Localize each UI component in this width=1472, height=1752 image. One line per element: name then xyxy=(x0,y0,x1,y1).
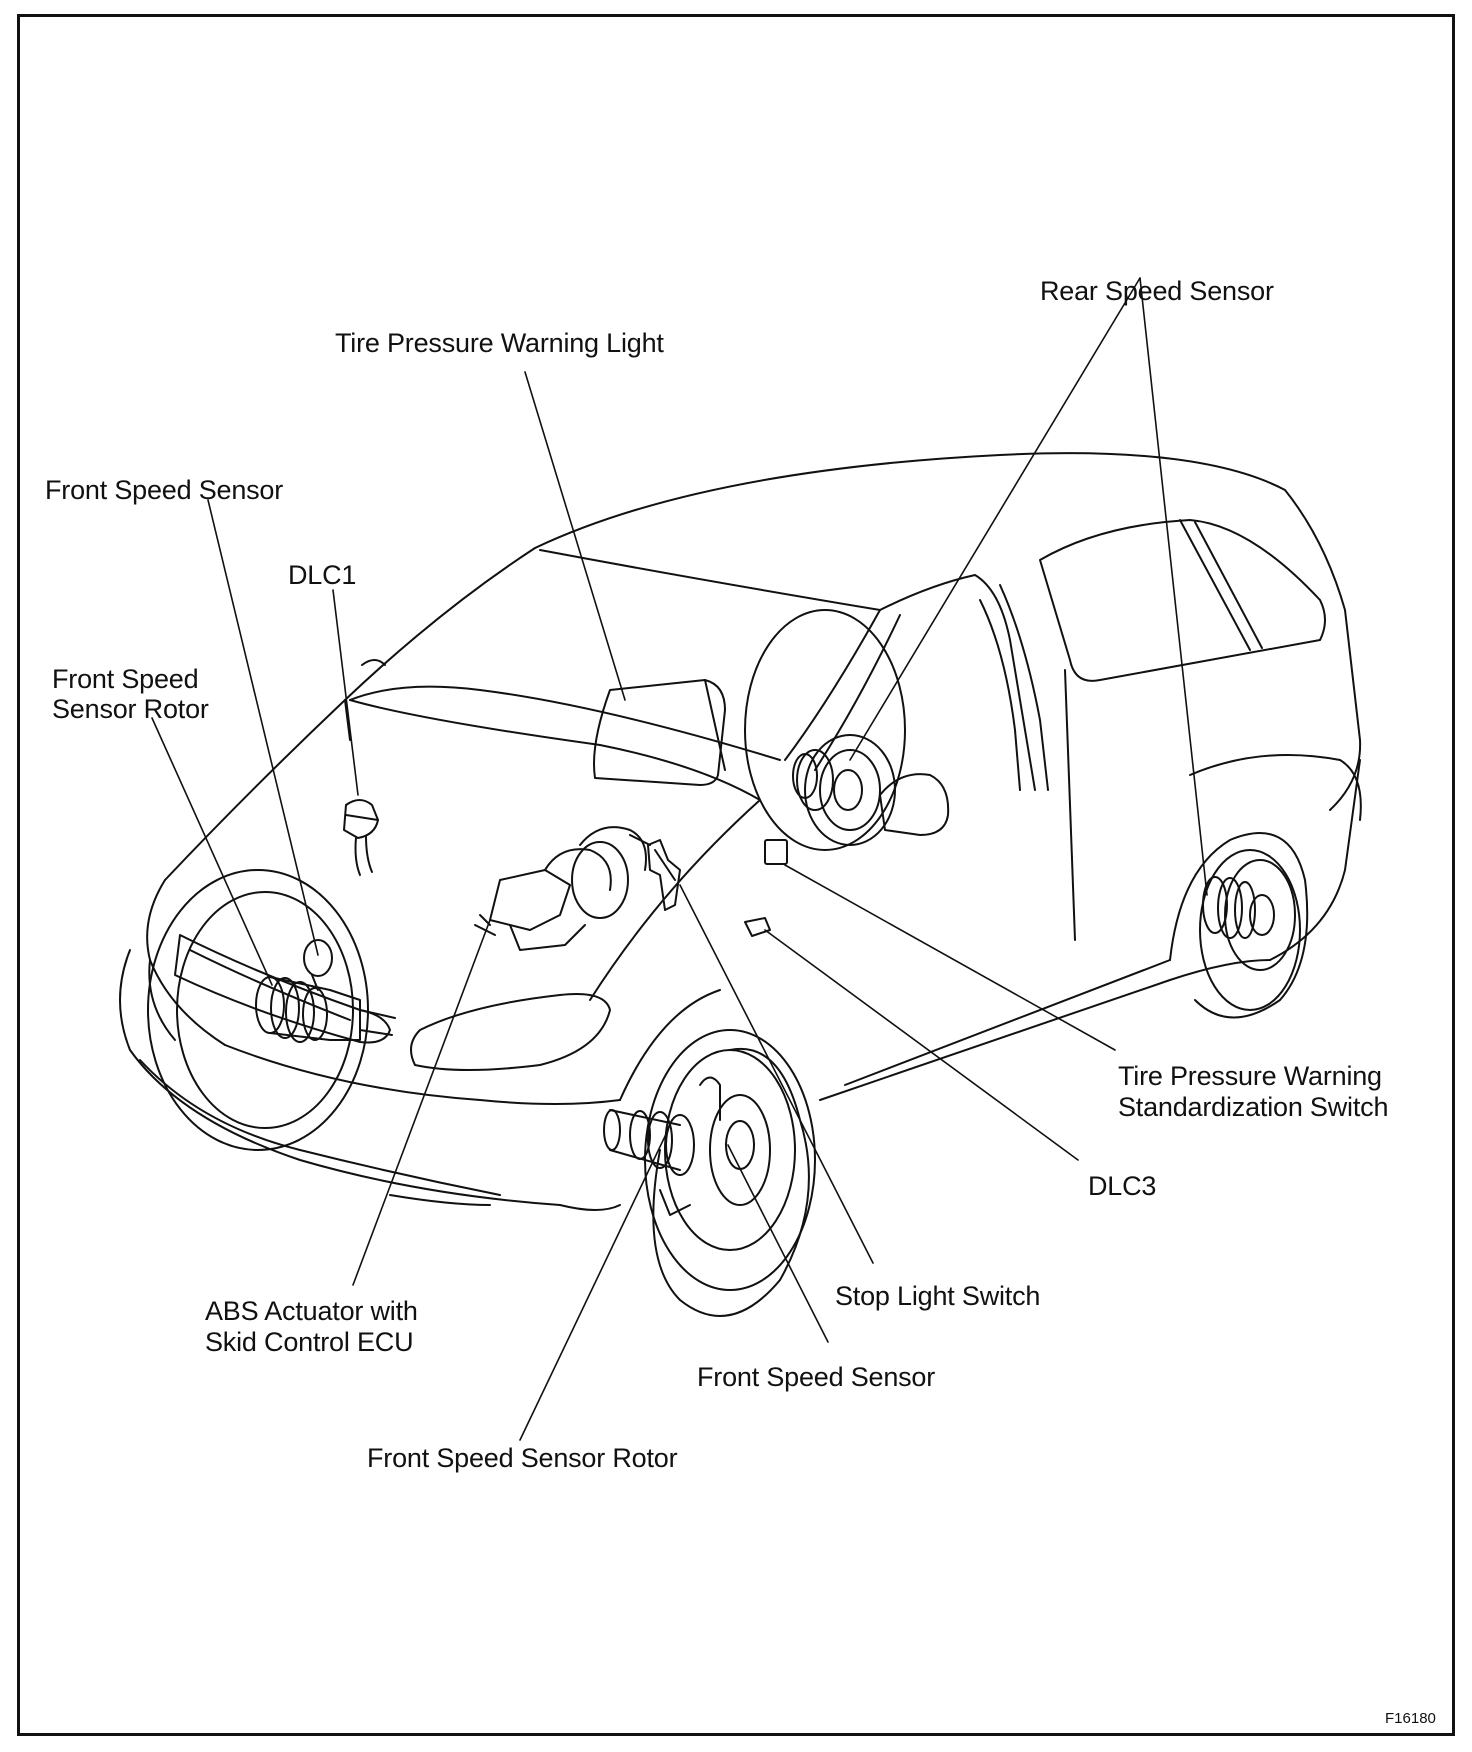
rear-right-wheel xyxy=(1169,832,1309,1019)
rear-left-wheel xyxy=(744,609,950,851)
front-left-wheel xyxy=(147,869,396,1151)
label-front-speed-sensor-rotor-left-line2: Sensor Rotor xyxy=(52,694,209,724)
abs-actuator xyxy=(474,826,651,951)
stop-light-switch xyxy=(647,839,681,911)
label-abs-actuator-line2: Skid Control ECU xyxy=(205,1327,414,1357)
label-dlc1: DLC1 xyxy=(288,560,357,590)
dlc3-connector xyxy=(744,917,771,937)
label-abs-actuator-line1: ABS Actuator with xyxy=(205,1296,418,1326)
label-tpw-standardization-switch-line2: Standardization Switch xyxy=(1118,1092,1389,1122)
van-body xyxy=(119,452,1362,1211)
label-stop-light-switch: Stop Light Switch xyxy=(835,1281,1041,1311)
label-tpw-standardization-switch-line1: Tire Pressure Warning xyxy=(1118,1061,1382,1091)
tire-pressure-warning-light-box xyxy=(593,679,726,786)
tpw-standardization-switch xyxy=(764,839,788,865)
figure-code: F16180 xyxy=(1385,1710,1436,1727)
diagram-frame xyxy=(17,14,1455,1736)
label-rear-speed-sensor: Rear Speed Sensor xyxy=(1040,276,1274,306)
label-tire-pressure-warning-light: Tire Pressure Warning Light xyxy=(335,328,664,358)
label-front-speed-sensor-bottom: Front Speed Sensor xyxy=(697,1362,936,1392)
label-front-speed-sensor-rotor-bottom: Front Speed Sensor Rotor xyxy=(367,1443,678,1473)
label-front-speed-sensor-top: Front Speed Sensor xyxy=(45,475,284,505)
label-dlc3: DLC3 xyxy=(1088,1171,1157,1201)
leader-lines xyxy=(151,277,1208,1441)
front-right-wheel xyxy=(603,1029,816,1317)
label-front-speed-sensor-rotor-left-line1: Front Speed xyxy=(52,664,199,694)
dlc1-connector xyxy=(343,799,379,876)
